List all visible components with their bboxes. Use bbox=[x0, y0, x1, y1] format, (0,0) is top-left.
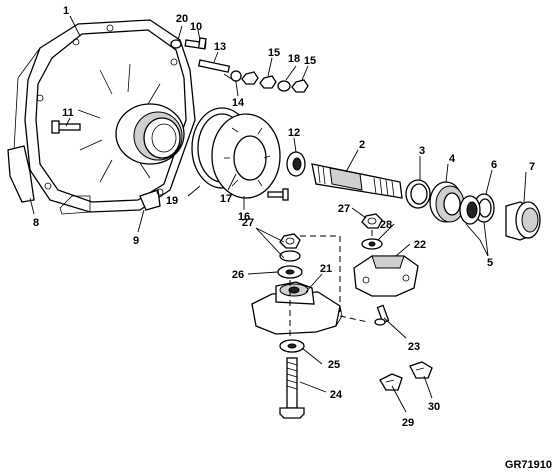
part-27-washer-left bbox=[279, 250, 301, 262]
callout-2: 2 bbox=[359, 139, 365, 151]
callout-30: 30 bbox=[428, 401, 440, 413]
part-3-snap-ring bbox=[405, 179, 431, 209]
callout-19: 19 bbox=[166, 195, 178, 207]
callout-18: 18 bbox=[288, 53, 300, 65]
callout-26: 26 bbox=[232, 269, 244, 281]
part-7-bearing-cap bbox=[505, 201, 541, 241]
figure-reference: GR71910 bbox=[505, 459, 552, 471]
part-17-screw bbox=[267, 188, 289, 201]
callout-21: 21 bbox=[320, 263, 332, 275]
part-24-bolt bbox=[279, 357, 305, 419]
callout-27-right: 27 bbox=[338, 203, 350, 215]
callout-10: 10 bbox=[190, 21, 202, 33]
callout-23: 23 bbox=[408, 341, 420, 353]
part-22-bracket bbox=[353, 255, 419, 297]
assembly-guides bbox=[289, 230, 373, 340]
part-26-washer bbox=[277, 265, 303, 279]
part-10-bolt bbox=[184, 37, 207, 50]
callout-6: 6 bbox=[491, 159, 497, 171]
callout-16: 16 bbox=[238, 211, 250, 223]
callout-25: 25 bbox=[328, 359, 340, 371]
callout-7: 7 bbox=[529, 161, 535, 173]
callout-24: 24 bbox=[330, 389, 343, 401]
housing-bolt-holes bbox=[36, 24, 178, 196]
leader-lines bbox=[29, 15, 527, 413]
part-11-bolt bbox=[51, 120, 81, 134]
part-21-mount bbox=[251, 281, 343, 335]
callout-20: 20 bbox=[176, 13, 188, 25]
part-28-washer bbox=[361, 238, 383, 250]
part-15-nut-b bbox=[259, 75, 277, 89]
part-23-bolt bbox=[374, 304, 390, 326]
callout-28: 28 bbox=[380, 219, 392, 231]
callout-1: 1 bbox=[63, 5, 69, 17]
part-27-nut-right bbox=[361, 213, 383, 229]
callout-5: 5 bbox=[487, 257, 493, 269]
part-18-washer bbox=[277, 80, 291, 92]
callout-27-left: 27 bbox=[242, 217, 254, 229]
callout-22: 22 bbox=[414, 239, 426, 251]
callout-13: 13 bbox=[214, 41, 226, 53]
callout-14: 14 bbox=[232, 97, 245, 109]
part-14-washer bbox=[230, 70, 242, 82]
callout-12: 12 bbox=[288, 127, 300, 139]
part-12-seal bbox=[286, 151, 306, 177]
callout-8: 8 bbox=[33, 217, 39, 229]
callout-11: 11 bbox=[62, 107, 74, 119]
callout-17: 17 bbox=[220, 193, 232, 205]
part-15-nut-c bbox=[291, 79, 309, 93]
housing-cover bbox=[7, 19, 196, 215]
callout-29: 29 bbox=[402, 417, 414, 429]
part-27-nut-left bbox=[279, 233, 301, 249]
callout-4: 4 bbox=[449, 153, 456, 165]
housing-ribs bbox=[77, 63, 161, 183]
part-15-nut-a bbox=[241, 71, 259, 85]
callout-15-left: 15 bbox=[268, 47, 280, 59]
part-16-seal-plate bbox=[211, 113, 281, 199]
callout-labels: 1 2 3 4 5 6 7 8 9 10 11 12 13 14 15 15 1… bbox=[33, 5, 535, 429]
callout-9: 9 bbox=[133, 235, 139, 247]
part-29-clip bbox=[379, 373, 403, 391]
part-2-shaft bbox=[311, 163, 403, 199]
part-30-clip bbox=[409, 361, 433, 379]
part-4-bearing bbox=[429, 181, 465, 223]
part-5-bearing-cup bbox=[459, 195, 481, 225]
callout-15-right: 15 bbox=[304, 55, 316, 67]
part-25-washer bbox=[279, 339, 305, 353]
callout-3: 3 bbox=[419, 145, 425, 157]
part-13-stud bbox=[197, 59, 231, 73]
part-20-washer bbox=[170, 39, 182, 49]
